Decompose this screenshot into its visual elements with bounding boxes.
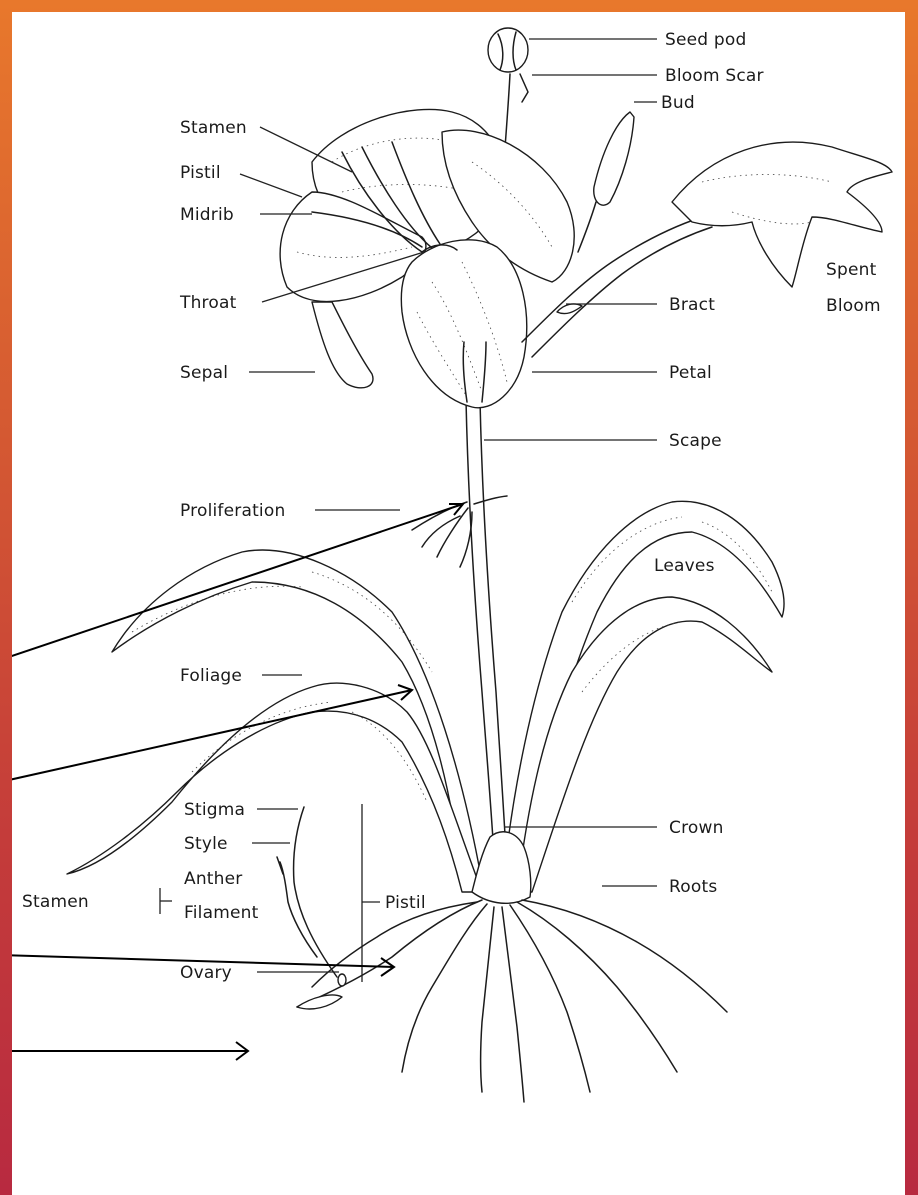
label-bud: Bud xyxy=(661,93,695,113)
label-stamen-top: Stamen xyxy=(180,118,247,138)
stamen-detail xyxy=(280,862,317,957)
label-petal: Petal xyxy=(669,363,712,383)
bud-shape xyxy=(594,112,634,205)
daylily-anatomy-diagram: Seed pod Bloom Scar Bud Stamen Pistil Mi… xyxy=(12,12,905,1195)
proliferation-shape xyxy=(412,496,507,567)
label-seed-pod: Seed pod xyxy=(665,30,747,50)
label-pistil-top: Pistil xyxy=(180,163,221,183)
label-proliferation: Proliferation xyxy=(180,501,285,521)
label-bloom-scar: Bloom Scar xyxy=(665,66,764,86)
label-pistil-bottom: Pistil xyxy=(385,893,426,913)
label-scape: Scape xyxy=(669,431,722,451)
sepal-shape xyxy=(312,302,373,388)
plant-illustration xyxy=(67,28,892,1102)
diagram-panel: Seed pod Bloom Scar Bud Stamen Pistil Mi… xyxy=(12,12,905,1195)
label-foliage: Foliage xyxy=(180,666,242,686)
label-filament: Filament xyxy=(184,903,259,923)
label-crown: Crown xyxy=(669,818,724,838)
label-leaves: Leaves xyxy=(654,556,715,576)
label-ovary: Ovary xyxy=(180,963,232,983)
label-bloom: Bloom xyxy=(826,296,881,316)
bloom-scar-stalk xyxy=(520,74,528,102)
label-roots: Roots xyxy=(669,877,717,897)
label-style: Style xyxy=(184,834,228,854)
label-midrib: Midrib xyxy=(180,205,234,225)
scape-stem xyxy=(466,400,496,892)
label-anther: Anther xyxy=(184,869,243,889)
seed-pod-shape xyxy=(488,28,528,72)
crown-shape xyxy=(472,832,531,904)
pistil-detail xyxy=(294,807,337,977)
label-spent: Spent xyxy=(826,260,877,280)
label-throat: Throat xyxy=(179,293,237,313)
label-stamen-bottom: Stamen xyxy=(22,892,89,912)
scape-stem-edge xyxy=(480,400,508,892)
overlay-arrows xyxy=(12,504,463,1060)
arrow-to-foliage xyxy=(12,690,412,782)
label-bract: Bract xyxy=(669,295,715,315)
label-stigma: Stigma xyxy=(184,800,245,820)
foliage-leaf xyxy=(67,683,482,892)
label-sepal: Sepal xyxy=(180,363,228,383)
